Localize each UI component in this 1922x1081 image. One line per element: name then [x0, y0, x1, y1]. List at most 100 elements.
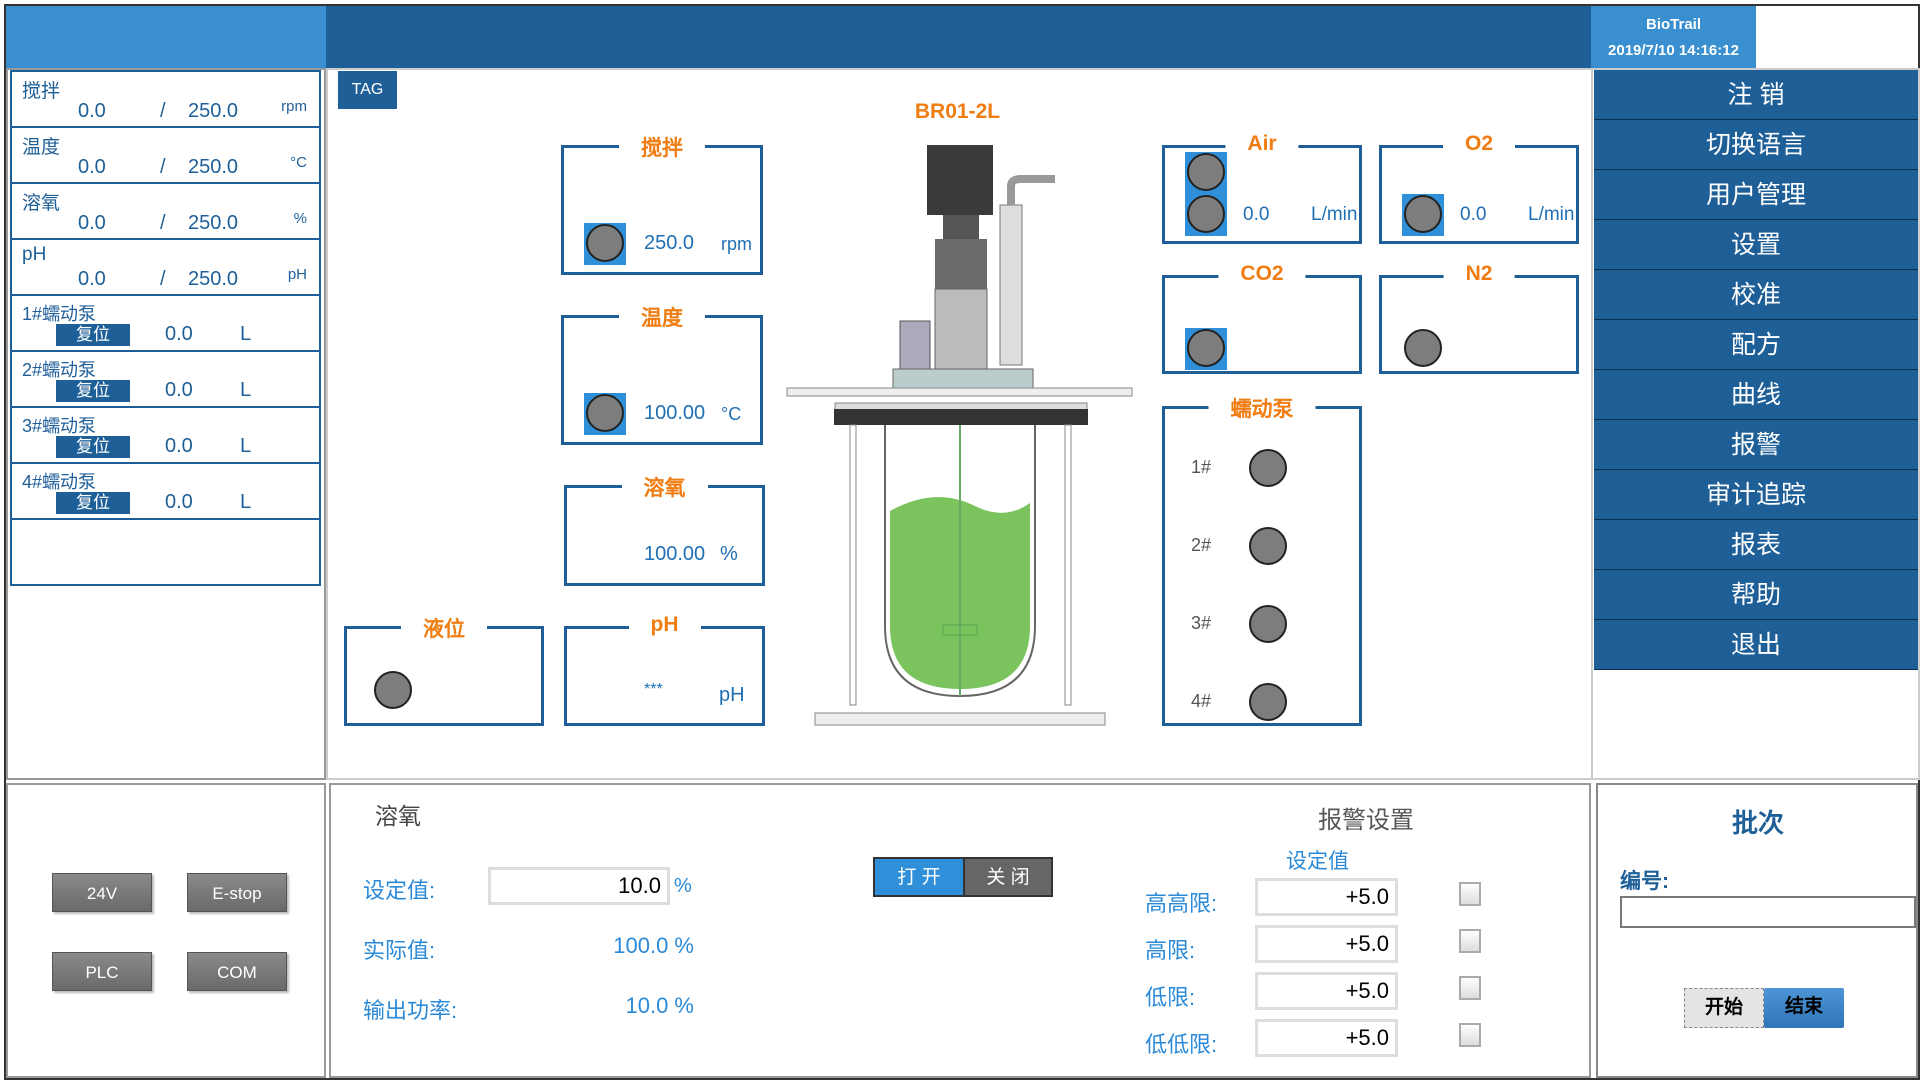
24v-button[interactable]: 24V	[52, 873, 152, 912]
menu-item[interactable]: 校准	[1594, 270, 1918, 320]
status-panel: 24V E-stop PLC COM	[6, 783, 326, 1078]
alarm-value-input[interactable]: +5.0	[1255, 925, 1398, 963]
menu-item[interactable]: 曲线	[1594, 370, 1918, 420]
header-left	[6, 6, 326, 68]
pump-unit: L	[240, 435, 252, 457]
menu-item[interactable]: 用户管理	[1594, 170, 1918, 220]
setpoint-input[interactable]: 10.0	[488, 867, 670, 905]
batch-id-input[interactable]	[1620, 896, 1916, 928]
alarm-value-input[interactable]: +5.0	[1255, 1019, 1398, 1057]
batch-title: 批次	[1731, 808, 1784, 838]
alarm-value-input[interactable]: +5.0	[1255, 972, 1398, 1010]
o2-title: O2	[1442, 132, 1516, 156]
o2-unit: L/min	[1528, 204, 1575, 225]
menu-item[interactable]: 注 销	[1594, 70, 1918, 120]
pump-reset-button[interactable]: 复位	[56, 380, 130, 402]
pump-name: 4#蠕动泵	[22, 472, 97, 492]
menu-item[interactable]: 设置	[1594, 220, 1918, 270]
do-box: 溶氧 100.00 %	[564, 472, 765, 586]
o2-value: 0.0	[1460, 204, 1487, 225]
pump-name: 1#蠕动泵	[22, 304, 97, 324]
status-lamp-icon	[1187, 195, 1225, 233]
co2-title: CO2	[1218, 262, 1306, 286]
pump-row: 4#蠕动泵 复位 0.0 L	[12, 464, 319, 520]
stir-unit: rpm	[721, 234, 752, 254]
process-setpoint: 250.0	[188, 212, 239, 234]
o2-valve[interactable]	[1402, 194, 1444, 236]
alarm-label: 高高限:	[1145, 891, 1218, 916]
ph-box: pH *** pH	[564, 613, 765, 726]
pump-unit: L	[240, 379, 252, 401]
alarm-value-input[interactable]: +5.0	[1255, 878, 1398, 916]
ph-title: pH	[628, 613, 701, 637]
datetime: 2019/7/10 14:16:12	[1608, 42, 1739, 59]
pump-number: 2#	[1191, 535, 1212, 555]
batch-end-button[interactable]: 结束	[1764, 988, 1844, 1028]
setpoint-unit: %	[674, 875, 692, 897]
pump-lamp-icon[interactable]	[1249, 683, 1287, 721]
process-row: 搅拌 0.0 / 250.0 rpm	[12, 72, 319, 128]
com-button[interactable]: COM	[187, 952, 287, 991]
tag-button[interactable]: TAG	[338, 71, 397, 109]
pump-lamp-icon[interactable]	[1249, 527, 1287, 565]
status-lamp-icon	[1187, 329, 1225, 367]
pump-number: 4#	[1191, 691, 1212, 711]
air-value: 0.0	[1243, 204, 1270, 225]
menu-item[interactable]: 退出	[1594, 620, 1918, 670]
co2-box: CO2	[1162, 262, 1362, 374]
alarm-enable-checkbox[interactable]	[1459, 1023, 1481, 1047]
on-button[interactable]: 打 开	[873, 857, 963, 897]
menu-item[interactable]: 切换语言	[1594, 120, 1918, 170]
pump-reset-button[interactable]: 复位	[56, 436, 130, 458]
detail-panel: 溶氧 设定值: 10.0 % 实际值: 100.0 % 输出功率: 10.0 %…	[329, 783, 1591, 1078]
air-valve-1[interactable]	[1185, 152, 1227, 194]
brand-block: BioTrail 2019/7/10 14:16:12	[1591, 6, 1756, 68]
pump-status-box: 蠕动泵 1# 2# 3# 4#	[1162, 393, 1362, 726]
process-unit: %	[293, 210, 307, 227]
n2-lamp-icon[interactable]	[1404, 329, 1442, 367]
pump-reset-button[interactable]: 复位	[56, 324, 130, 346]
alarm-enable-checkbox[interactable]	[1459, 976, 1481, 1000]
menu-item[interactable]: 报警	[1594, 420, 1918, 470]
plc-button[interactable]: PLC	[52, 952, 152, 991]
menu-item[interactable]: 报表	[1594, 520, 1918, 570]
process-unit: pH	[287, 266, 307, 283]
pump-volume: 0.0	[165, 323, 193, 345]
temp-title: 温度	[619, 302, 705, 332]
temp-status[interactable]	[584, 393, 626, 435]
process-name: 溶氧	[22, 193, 61, 214]
batch-panel: 批次 编号: 开始 结束	[1596, 783, 1918, 1078]
level-lamp-icon	[374, 671, 412, 709]
temp-unit: °C	[721, 404, 742, 424]
process-unit: °C	[290, 154, 307, 171]
estop-button[interactable]: E-stop	[187, 873, 287, 912]
status-lamp-icon	[586, 224, 624, 262]
alarm-title: 报警设置	[1318, 807, 1414, 834]
air-valve-2[interactable]	[1185, 194, 1227, 236]
batch-start-button[interactable]: 开始	[1684, 988, 1764, 1028]
pump-lamp-icon[interactable]	[1249, 449, 1287, 487]
do-title: 溶氧	[621, 472, 708, 502]
alarm-column-label: 设定值	[1286, 850, 1349, 873]
process-value: 0.0	[78, 268, 106, 290]
alarm-enable-checkbox[interactable]	[1459, 882, 1481, 906]
co2-valve[interactable]	[1185, 328, 1227, 370]
process-unit: rpm	[281, 98, 307, 115]
pump-volume: 0.0	[165, 435, 193, 457]
menu-item[interactable]: 审计追踪	[1594, 470, 1918, 520]
pump-lamp-icon[interactable]	[1249, 605, 1287, 643]
do-unit: %	[720, 543, 738, 565]
do-value: 100.00	[644, 543, 706, 565]
status-lamp-icon	[1187, 153, 1225, 191]
menu-item[interactable]: 帮助	[1594, 570, 1918, 620]
alarm-enable-checkbox[interactable]	[1459, 929, 1481, 953]
menu-item[interactable]: 配方	[1594, 320, 1918, 370]
stir-status[interactable]	[584, 223, 626, 265]
stir-title: 搅拌	[619, 132, 705, 162]
off-button[interactable]: 关 闭	[963, 857, 1053, 897]
pump-reset-button[interactable]: 复位	[56, 492, 130, 514]
temp-value: 100.00	[644, 402, 706, 424]
ph-unit: pH	[719, 684, 745, 706]
pump-volume: 0.0	[165, 491, 193, 513]
process-setpoint: 250.0	[188, 268, 239, 290]
